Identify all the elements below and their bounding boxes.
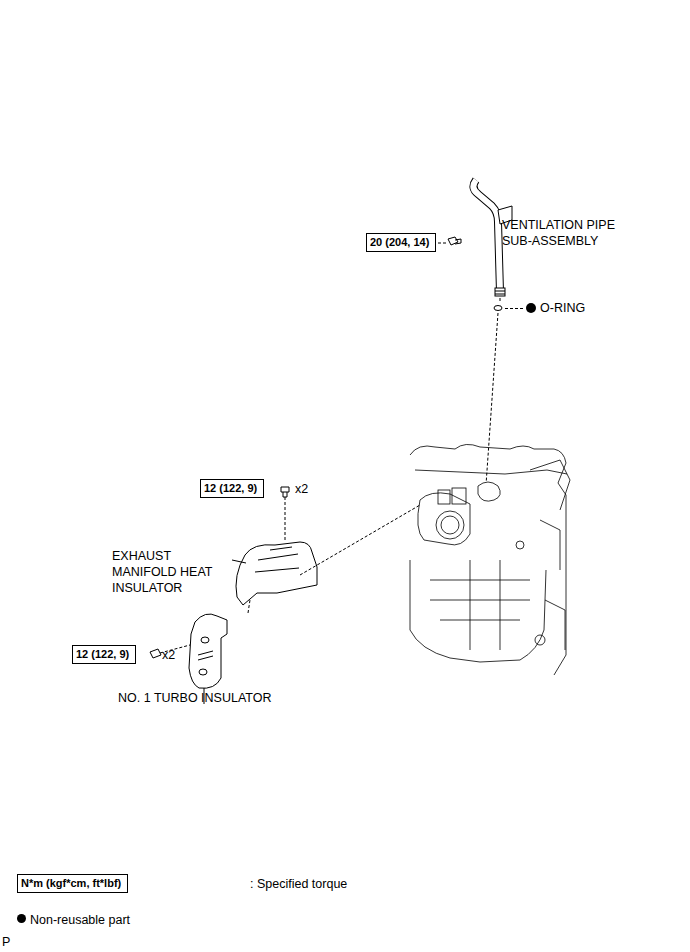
part-label: P (2, 934, 10, 950)
part-label: NO. 1 TURBO INSULATOR (118, 690, 272, 706)
legend-text: Non-reusable part (30, 912, 130, 928)
torque-value: N*m (kgf*cm, ft*lbf) (21, 876, 124, 891)
torque-value: 12 (122, 9) (204, 481, 260, 496)
part-label: x2 (295, 481, 308, 497)
legend-swatch (17, 914, 26, 923)
leader-line (505, 308, 523, 309)
non-reusable-dot (526, 303, 536, 313)
legend-torque-box: N*m (kgf*cm, ft*lbf) (17, 874, 128, 893)
turbo-insulator (150, 614, 227, 704)
torque-box: 12 (122, 9) (72, 645, 136, 664)
torque-value: 20 (204, 14) (370, 235, 432, 250)
part-label: x2 (162, 647, 175, 663)
o-ring (494, 306, 502, 311)
torque-box: 12 (122, 9) (200, 479, 264, 498)
bolt (433, 237, 461, 245)
engine-block (410, 444, 570, 675)
part-label: O-RING (540, 300, 585, 316)
part-label: VENTILATION PIPE SUB-ASSEMBLY (502, 217, 647, 249)
part-label: EXHAUST MANIFOLD HEAT INSULATOR (112, 548, 237, 596)
torque-value: 12 (122, 9) (76, 647, 132, 662)
heat-insulator (232, 487, 420, 613)
torque-box: 20 (204, 14) (366, 233, 436, 252)
legend-text: : Specified torque (250, 876, 347, 892)
